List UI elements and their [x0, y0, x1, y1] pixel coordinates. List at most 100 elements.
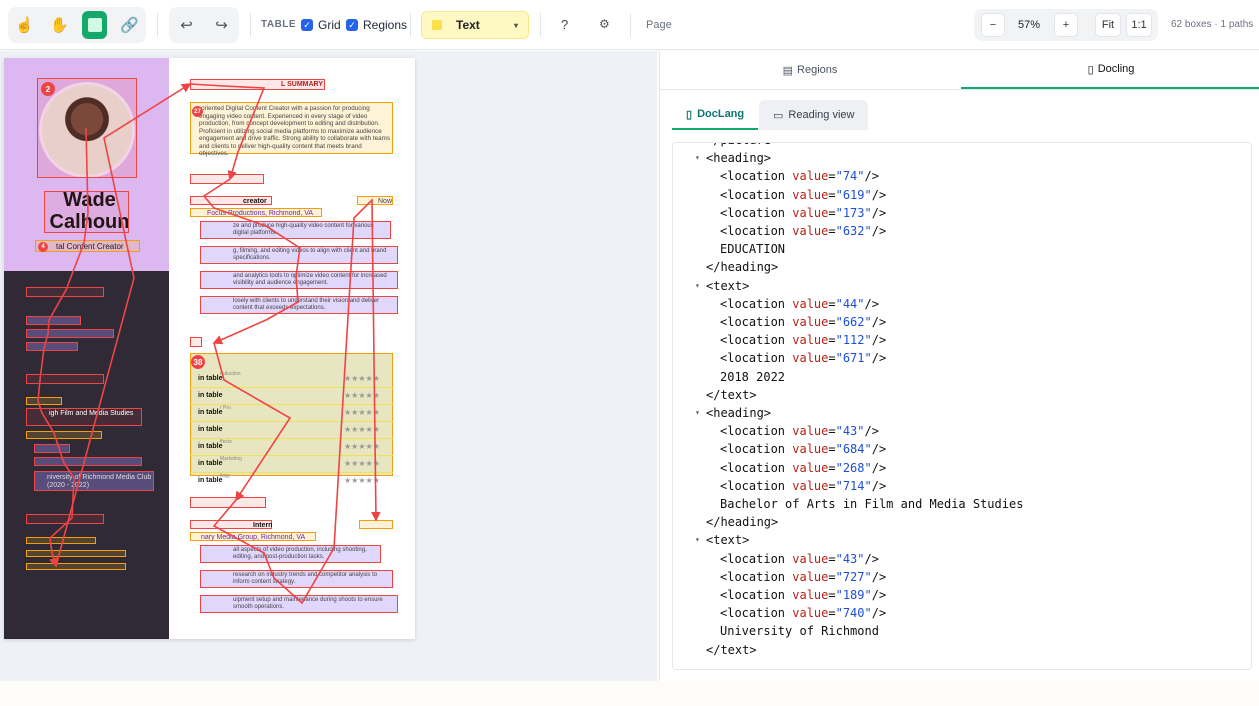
collapse-toggle-icon[interactable]: ▾	[695, 535, 700, 545]
edu-heading-text: igh Film and Media Studies	[49, 410, 134, 417]
region-list-item[interactable]: ze and produce high-quality video conten…	[200, 221, 391, 239]
link-icon[interactable]: 🔗	[120, 17, 139, 34]
region-list-item[interactable]	[26, 316, 81, 325]
right-panel: ▤Regions ▯Docling ▯ DocLang ▭Reading view…	[659, 51, 1259, 681]
region-job-title[interactable]: creator	[190, 196, 272, 205]
subtab-doclang[interactable]: ▯ DocLang	[672, 100, 759, 130]
subtab-doclang-label: DocLang	[697, 108, 745, 120]
region-text[interactable]	[26, 537, 96, 544]
gear-icon[interactable]: ⚙	[599, 17, 610, 31]
code-line: Bachelor of Arts in Film and Media Studi…	[720, 497, 1024, 511]
region-section-header[interactable]	[26, 374, 104, 384]
location-value: "43"	[835, 424, 865, 439]
region-job-title[interactable]: Intern	[190, 520, 272, 529]
tab-docling[interactable]: ▯Docling	[961, 51, 1259, 89]
label-type-select[interactable]: Text▾	[421, 11, 529, 39]
region-section-header[interactable]	[190, 174, 264, 184]
job1-title-text: creator	[243, 198, 267, 205]
code-line: <location value="727"/>	[720, 569, 887, 584]
location-value: "662"	[835, 315, 872, 329]
undo-icon[interactable]: ↩	[180, 17, 193, 34]
region-list-item[interactable]	[26, 329, 114, 338]
toolbar: ☝ ✋ 🔗 ↩ ↪ TABLE ✓Grid ✓Regions Text▾ ? ⚙…	[0, 0, 1259, 50]
zoom-in-button[interactable]: +	[1054, 13, 1078, 37]
region-text[interactable]	[26, 563, 126, 570]
summary-heading-text: L SUMMARY	[281, 81, 323, 88]
location-value: "74"	[835, 169, 865, 184]
code-line: <heading>	[706, 406, 772, 420]
grid-checkbox[interactable]: ✓Grid	[301, 18, 341, 32]
region-text[interactable]	[26, 431, 102, 439]
zoom-out-button[interactable]: −	[981, 13, 1005, 37]
tab-regions[interactable]: ▤Regions	[660, 51, 960, 89]
collapse-toggle-icon[interactable]: ▾	[695, 280, 700, 290]
table-cell: r Pro	[220, 405, 231, 411]
region-list-item[interactable]: and analytics tools to optimize video co…	[200, 271, 398, 289]
pointer-icon[interactable]: ☝	[15, 17, 34, 34]
region-text[interactable]: Focus Productions, Richmond, VA	[190, 208, 322, 217]
code-line: <location value="189"/>	[720, 588, 887, 602]
collapse-toggle-icon[interactable]: ▾	[695, 408, 700, 417]
code-line: 2018 2022	[720, 369, 786, 384]
code-line: <location value="43"/>	[720, 424, 879, 439]
region-list-item[interactable]: uipment setup and maintenance during sho…	[200, 595, 398, 613]
code-viewer[interactable]: </picture>▾<heading><location value="74"…	[672, 142, 1252, 670]
location-value: "619"	[835, 187, 872, 202]
fit-button[interactable]: Fit	[1095, 13, 1121, 37]
box-stats: 62 boxes · 1 paths	[1171, 19, 1254, 30]
region-list-item[interactable]: all aspects of video production, includi…	[200, 545, 381, 563]
rectangle-tool-icon[interactable]	[82, 11, 107, 39]
reading-order-arrows	[37, 83, 381, 605]
regions-checkbox[interactable]: ✓Regions	[346, 18, 407, 32]
divider	[250, 13, 251, 37]
region-list-item[interactable]: research on industry trends and competit…	[200, 570, 393, 588]
help-button[interactable]: ?	[561, 17, 569, 32]
table-row[interactable]: in table★★★★★	[190, 422, 393, 439]
region-list-item[interactable]	[26, 342, 78, 351]
region-badge: 4	[38, 242, 48, 252]
region-list-item[interactable]	[34, 444, 70, 453]
name-last: Calhoun	[49, 211, 130, 233]
redo-icon[interactable]: ↪	[215, 17, 228, 34]
table-row[interactable]: in table★★★★★	[190, 388, 393, 405]
summary-text: -oriented Digital Content Creator with a…	[199, 105, 390, 158]
code-line: <location value="662"/>	[720, 315, 887, 329]
region-text[interactable]	[26, 550, 126, 557]
pan-hand-icon[interactable]: ✋	[50, 17, 69, 34]
region-heading[interactable]: igh Film and Media Studies	[26, 408, 142, 426]
divider	[410, 13, 411, 37]
region-section-header[interactable]	[190, 337, 202, 347]
code-line: <location value="632"/>	[720, 224, 887, 238]
location-value: "43"	[835, 551, 865, 566]
actual-size-button[interactable]: 1:1	[1126, 13, 1152, 37]
region-date[interactable]: Now	[357, 196, 393, 205]
rating-stars-icon: ★★★★★	[344, 476, 380, 485]
tab-regions-label: Regions	[797, 64, 838, 76]
rating-stars-icon: ★★★★★	[344, 408, 380, 417]
region-section-header[interactable]	[190, 497, 266, 508]
code-line: University of Richmond	[720, 624, 879, 639]
rating-stars-icon: ★★★★★	[344, 425, 380, 434]
subtab-reading-label: Reading view	[788, 109, 855, 121]
region-role[interactable]: tal Content Creator	[35, 240, 140, 252]
region-list-item[interactable]: niversity of Richmond Media Club (2020 -…	[34, 471, 154, 491]
collapse-toggle-icon[interactable]: ▾	[695, 153, 700, 163]
subtab-reading-view[interactable]: ▭Reading view	[759, 100, 869, 130]
region-text[interactable]	[26, 397, 62, 405]
location-value: "268"	[835, 460, 872, 475]
region-badge: 38	[191, 355, 205, 369]
location-value: "727"	[835, 569, 872, 584]
divider	[540, 13, 541, 37]
document-icon: ▯	[686, 108, 693, 121]
region-text[interactable]: nary Media Group, Richmond, VA	[190, 532, 316, 541]
region-list-item[interactable]	[34, 457, 142, 466]
code-line: <location value="714"/>	[720, 478, 887, 493]
region-text[interactable]: -oriented Digital Content Creator with a…	[190, 102, 393, 157]
